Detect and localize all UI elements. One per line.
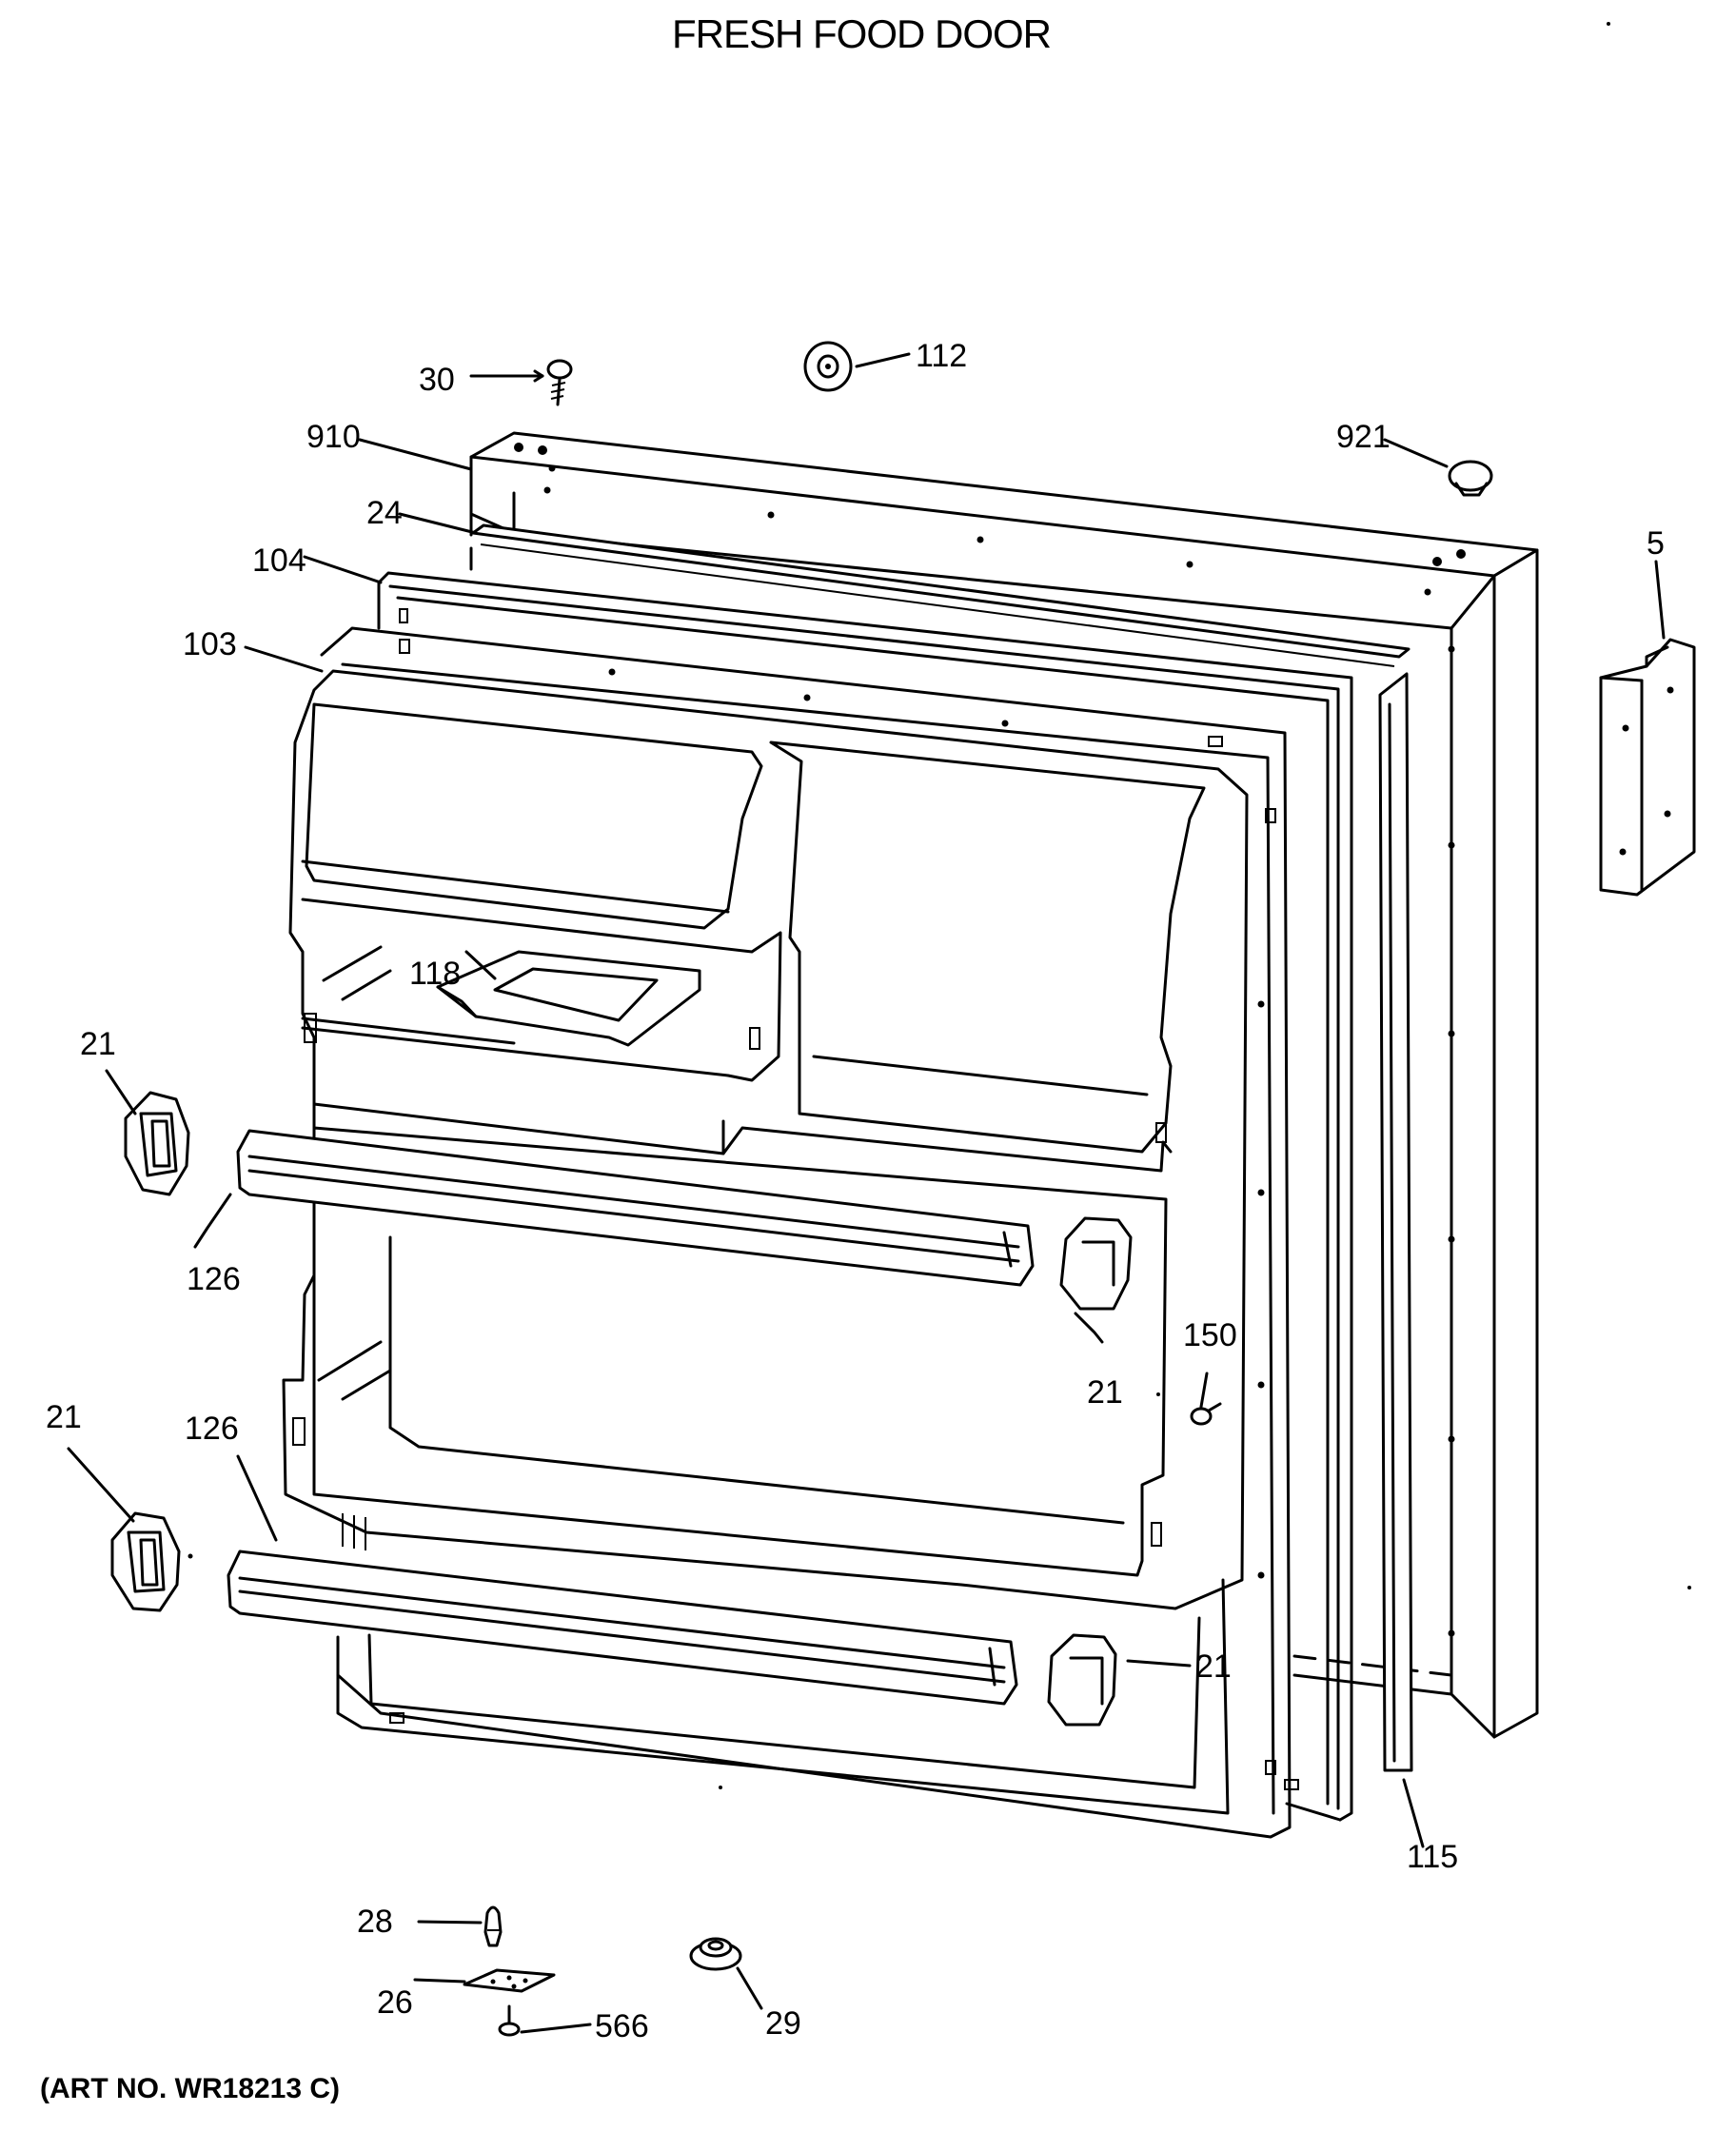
shelf-rail-part-126-upper [236, 1129, 1035, 1287]
leader-lines [67, 352, 1666, 2034]
button-part-921 [1448, 460, 1493, 497]
callout-115: 115 [1407, 1839, 1458, 1875]
callout-118: 118 [409, 956, 461, 992]
screw-part-150 [1190, 1402, 1222, 1426]
screw-part-566 [498, 2004, 521, 2037]
callout-104: 104 [252, 543, 306, 579]
outer-door-part-910 [469, 431, 1539, 1739]
callout-126-a: 126 [187, 1261, 241, 1297]
callout-5: 5 [1647, 525, 1665, 562]
callout-150: 150 [1183, 1317, 1237, 1353]
callout-30: 30 [419, 362, 455, 398]
callout-566: 566 [595, 2008, 649, 2044]
screw-part-30 [546, 359, 573, 406]
callout-21-a: 21 [80, 1026, 116, 1062]
gasket-part-104 [377, 571, 1353, 1822]
tray-part-118 [436, 950, 701, 1047]
door-liner [187, 22, 1691, 1815]
pin-part-28 [483, 1905, 503, 1947]
callout-28: 28 [357, 1904, 393, 1940]
bin-support-part-21-a [124, 1091, 190, 1196]
hinge-cover-part-5 [1599, 638, 1696, 897]
bin-support-part-21-c [110, 1511, 181, 1612]
bin-support-part-21-d [1047, 1633, 1117, 1727]
callout-126-b: 126 [185, 1411, 239, 1447]
trim-strip-part-24 [471, 523, 1410, 667]
grommet-part-29 [689, 1937, 742, 1971]
callout-26: 26 [377, 1984, 413, 2021]
callout-labels: 30 112 910 921 24 104 103 5 118 21 126 2… [46, 338, 1665, 2044]
shelf-rail-part-126-lower [227, 1550, 1018, 1706]
plug-part-112 [803, 341, 853, 392]
callout-21-c: 21 [46, 1399, 82, 1435]
art-number: (ART NO. WR18213 C) [40, 2073, 340, 2104]
callout-21-d: 21 [1195, 1648, 1232, 1685]
callout-29: 29 [765, 2005, 801, 2042]
gasket-strip-part-115 [1378, 672, 1413, 1772]
callout-24: 24 [366, 495, 403, 531]
breaker-frame-part-103 [320, 626, 1292, 1839]
plate-part-26 [463, 1968, 556, 1993]
callout-21-b: 21 [1087, 1374, 1123, 1411]
callout-103: 103 [183, 626, 237, 662]
bin-support-part-21-b [1059, 1216, 1133, 1311]
diagram-title: FRESH FOOD DOOR [672, 11, 1051, 56]
callout-921: 921 [1336, 419, 1391, 455]
callout-910: 910 [306, 419, 361, 455]
callout-112: 112 [916, 338, 967, 374]
